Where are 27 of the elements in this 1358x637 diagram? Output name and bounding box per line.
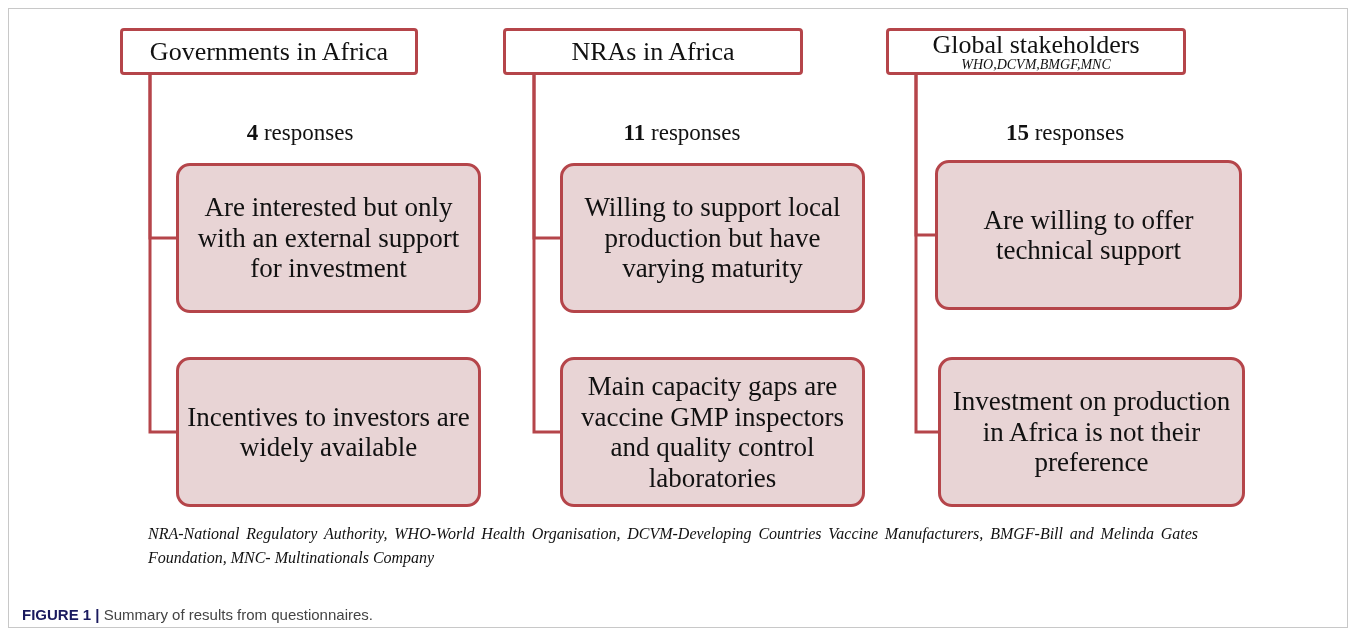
result-text: Main capacity gaps are vaccine GMP inspectors and quality control laboratories: [580, 371, 845, 493]
result-box: [176, 357, 481, 507]
group-title: NRAs in Africa: [571, 38, 735, 65]
group-title: Governments in Africa: [149, 38, 389, 65]
figure-caption: FIGURE 1 | Summary of results from questionnaires.: [22, 606, 373, 623]
result-box: [938, 357, 1245, 507]
header-box: [886, 28, 1186, 75]
connector-line: [914, 75, 938, 434]
result-text: Are willing to offer technical support: [982, 204, 1195, 266]
group-members: WHO,DCVM,BMGF,MNC: [961, 57, 1111, 72]
result-box: [560, 357, 865, 507]
result-text: Incentives to investors are widely available: [186, 401, 471, 463]
connector-line: [148, 75, 176, 434]
header-box: [503, 28, 803, 75]
abbreviation-note: NRA-National Regulatory Authority, WHO-World Health Organisation, DCVM-Developing Countries Vaccine Manufacturers, BMGF-Bill and Melinda Gates Foundation, MNC- Multinationals Company: [148, 524, 1198, 569]
response-count: 11 responses: [623, 120, 741, 146]
result-text: Investment on production in Africa is not their preference: [951, 386, 1232, 478]
group-title: Global stakeholders: [932, 31, 1140, 58]
response-count: 4 responses: [246, 120, 354, 146]
result-box: [935, 160, 1242, 310]
result-text: Willing to support local production but have varying maturity: [583, 192, 842, 284]
response-count: 15 responses: [1005, 120, 1125, 146]
result-box: [560, 163, 865, 313]
header-box: [120, 28, 418, 75]
connector-line: [532, 75, 560, 434]
result-box: [176, 163, 481, 313]
result-text: Are interested but only with an external support for investment: [196, 192, 461, 284]
